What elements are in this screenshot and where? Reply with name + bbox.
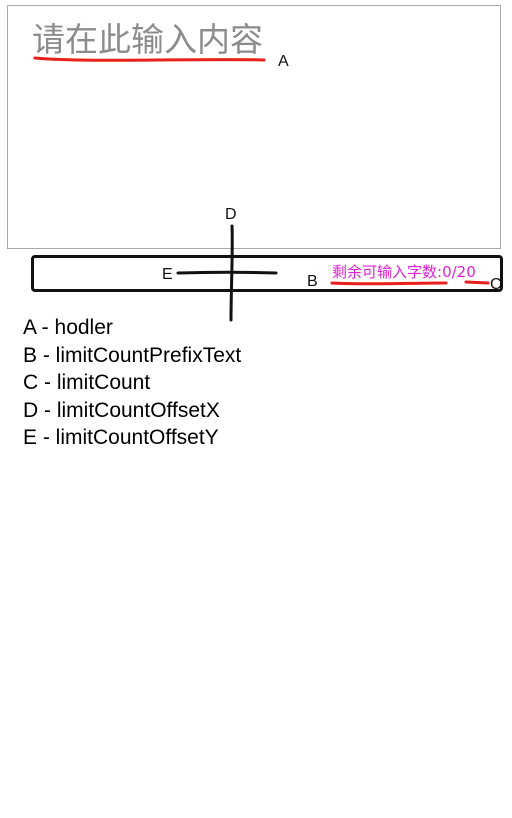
count-underline: [464, 280, 490, 285]
limit-count-display: 剩余可输入字数:0/20: [332, 263, 476, 281]
annotation-label-c: C: [490, 276, 502, 293]
annotation-label-d: D: [225, 206, 237, 223]
counter-bar-outline: [31, 255, 503, 292]
legend-item-c: C - limitCount: [23, 371, 151, 394]
legend-item-a: A - hodler: [23, 316, 113, 339]
annotation-label-b: B: [307, 273, 318, 290]
placeholder-text: 请在此输入内容: [32, 20, 263, 59]
limit-count-prefix-text: 剩余可输入字数:: [332, 263, 443, 281]
text-input-area[interactable]: [7, 5, 501, 249]
annotation-label-a: A: [278, 53, 289, 70]
prefix-underline: [330, 281, 448, 286]
offset-y-horizontal-stroke: [176, 270, 278, 275]
legend: A - hodler B - limitCountPrefixText C - …: [23, 314, 241, 452]
annotation-label-e: E: [162, 266, 173, 283]
legend-item-d: D - limitCountOffsetX: [23, 398, 220, 422]
legend-item-b: B - limitCountPrefixText: [23, 343, 242, 367]
limit-count-value: 0/20: [442, 263, 476, 281]
placeholder-underline: [33, 56, 266, 62]
legend-item-e: E - limitCountOffsetY: [23, 426, 219, 449]
